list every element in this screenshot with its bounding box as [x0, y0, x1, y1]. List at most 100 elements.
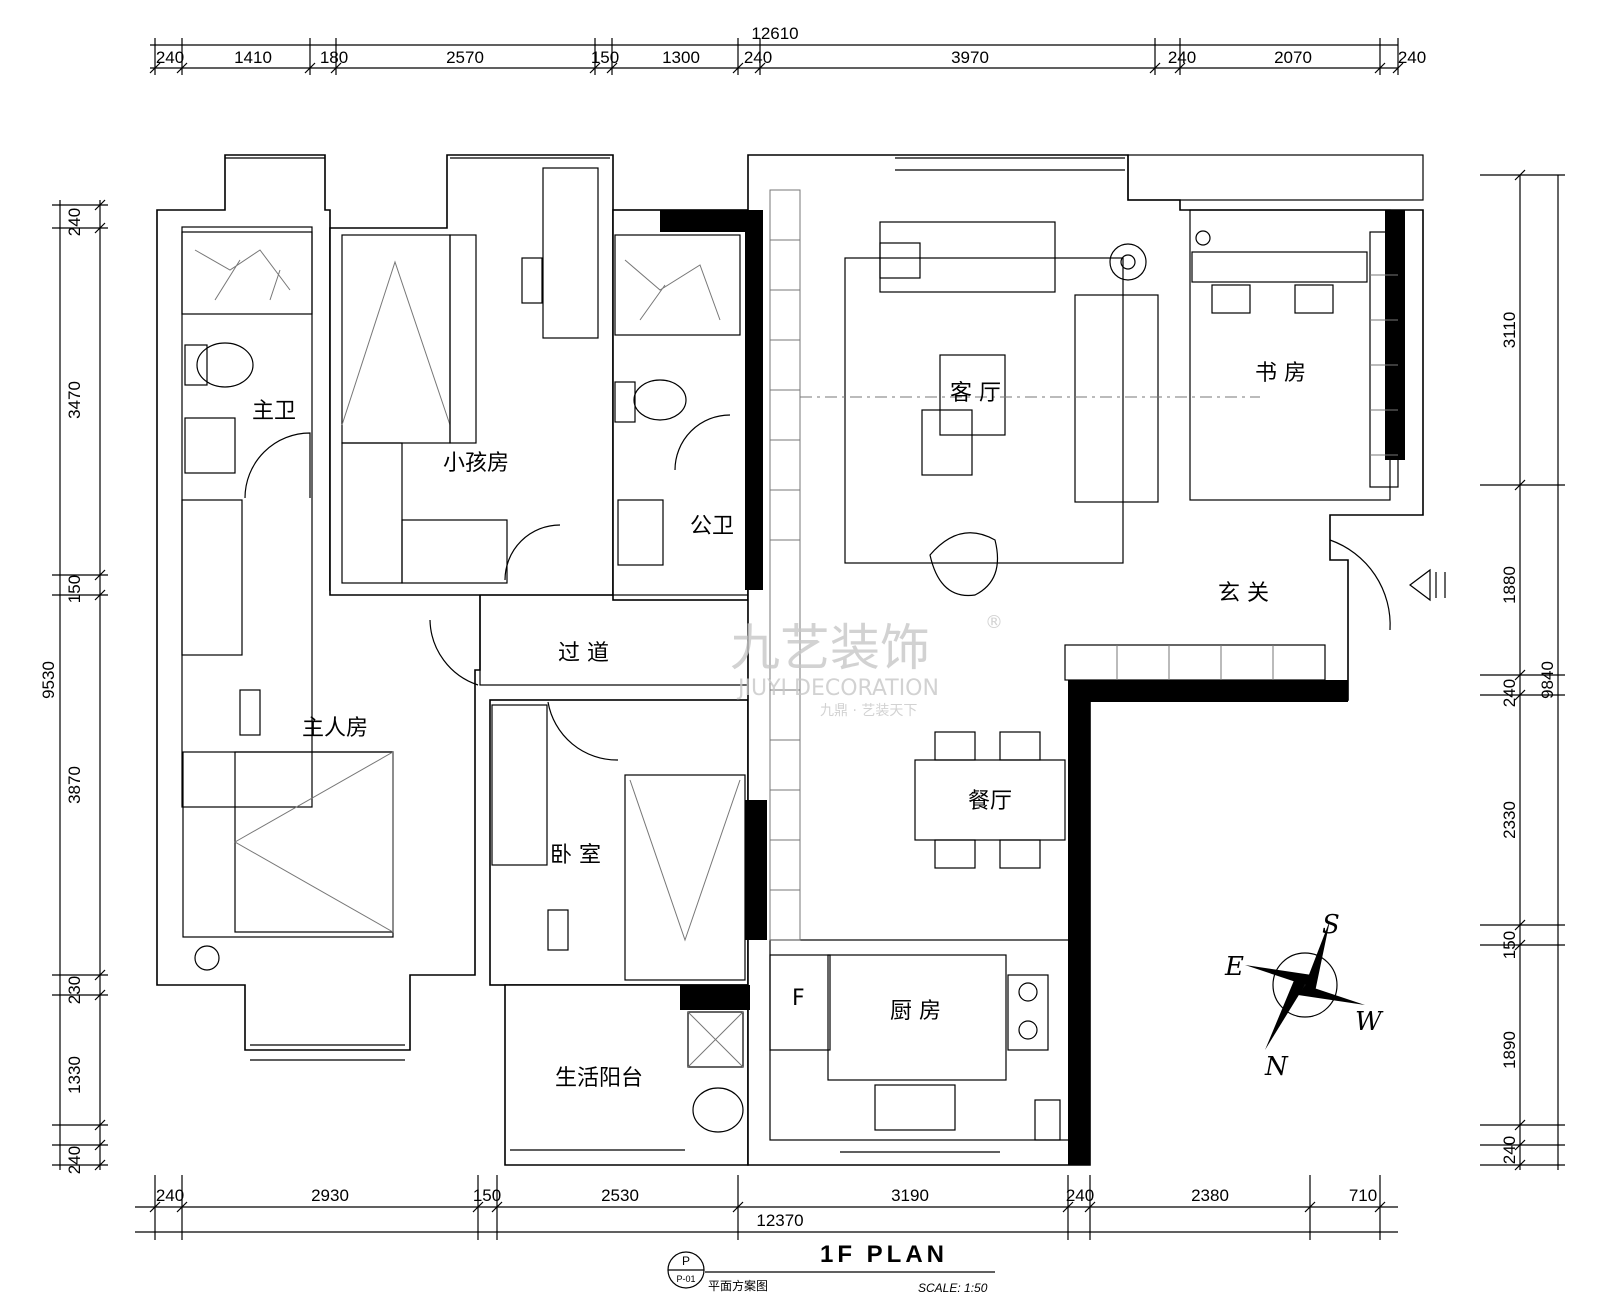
entrance-cabinet: [1064, 644, 1326, 681]
dim-left-2: 150: [65, 575, 84, 603]
dim-left-0: 240: [65, 208, 84, 236]
kitchen-sink: [874, 1084, 956, 1131]
dim-top-6: 240: [744, 48, 772, 67]
dining-table: [914, 759, 1066, 841]
dimension-tick: [491, 1201, 503, 1213]
dim-top-total: 12610: [751, 24, 798, 43]
sheet-letter: P: [682, 1254, 690, 1268]
dimension-tick: [330, 62, 342, 74]
watermark-english: JIUYI DECORATION: [736, 676, 939, 701]
master-basin: [184, 417, 236, 474]
dim-top-5: 1300: [662, 48, 700, 67]
dim-left-1: 3470: [65, 381, 84, 419]
dim-right-5: 1890: [1500, 1031, 1519, 1069]
dim-left-5: 1330: [65, 1056, 84, 1094]
dim-top-1: 1410: [234, 48, 272, 67]
dimension-tick: [1514, 939, 1526, 951]
master-bathtub: [181, 231, 313, 315]
room-kids: 小孩房: [443, 451, 509, 476]
room-bedroom: 卧 室: [550, 843, 601, 868]
dimension-tick: [732, 1201, 744, 1213]
dimension-tick: [1514, 1119, 1526, 1131]
bottom-dimensions: 12370 240 2930 150 2530 3190 240 2380 71…: [135, 1175, 1398, 1240]
watermark-registered: ®: [985, 612, 1003, 633]
bottom-dimension-ticks: [149, 1175, 1386, 1240]
room-labels: 主卫 小孩房 公卫 客 厅 书 房 玄 关 过 道 主人房 餐厅 卧 室 厨 房…: [252, 361, 1306, 1091]
dimension-tick: [94, 1159, 106, 1171]
dimension-tick: [94, 589, 106, 601]
dimension-tick: [1514, 479, 1526, 491]
fridge: [769, 954, 831, 1051]
dimension-tick: [304, 62, 316, 74]
watermark: 九艺装饰 ® JIUYI DECORATION 九鼎 · 艺装天下: [730, 612, 1003, 719]
partition-shelf: [769, 189, 801, 941]
dimension-tick: [94, 989, 106, 1001]
master-lamp-icon: [194, 945, 220, 971]
title-block: P P-01 1F PLAN 平面方案图 SCALE: 1:50: [667, 1241, 995, 1295]
room-kitchen: 厨 房: [890, 999, 941, 1024]
left-dimension-ticks: [52, 199, 108, 1171]
right-dimension-ticks: [1480, 169, 1565, 1171]
door-kids-room: [504, 524, 561, 581]
dimension-tick: [589, 62, 601, 74]
dimension-tick: [1514, 689, 1526, 701]
dimension-tick: [94, 1139, 106, 1151]
dim-bottom-7: 710: [1349, 1186, 1377, 1205]
dim-top-8: 240: [1168, 48, 1196, 67]
dim-bottom-3: 2530: [601, 1186, 639, 1205]
dimension-tick: [1374, 1201, 1386, 1213]
room-living: 客 厅: [950, 381, 1001, 406]
compass-n: N: [1264, 1052, 1289, 1082]
compass-e: E: [1224, 952, 1244, 982]
compass-icon: S E W N: [1224, 910, 1384, 1082]
dim-left-6: 240: [65, 1146, 84, 1174]
bedroom-bed: [624, 774, 746, 981]
top-dimensions: 12610 240 1410 180 2570 150 1300 240 397…: [149, 24, 1426, 75]
dimension-tick: [1392, 62, 1404, 74]
dimension-tick: [1374, 62, 1386, 74]
dimension-tick: [94, 222, 106, 234]
study-desk: [1191, 251, 1368, 283]
study-shelf: [1369, 231, 1399, 488]
room-entrance: 玄 关: [1218, 581, 1269, 606]
sheet-number: P-01: [676, 1274, 695, 1284]
rug: [844, 257, 1124, 564]
compass-s: S: [1322, 910, 1340, 940]
furniture: [181, 167, 1446, 1141]
dim-top-9: 2070: [1274, 48, 1312, 67]
dim-right-2: 240: [1500, 679, 1519, 707]
room-public-bath: 公卫: [690, 514, 734, 539]
dim-right-6: 240: [1500, 1136, 1519, 1164]
dimension-tick: [1514, 1159, 1526, 1171]
right-dimensions: 9840 3110 1880 240 2330 150 1890 240: [1480, 169, 1565, 1171]
dimension-tick: [1084, 1201, 1096, 1213]
dimension-tick: [1304, 1201, 1316, 1213]
dimension-tick: [94, 199, 106, 211]
public-basin: [617, 499, 664, 566]
dim-right-3: 2330: [1500, 801, 1519, 839]
dimension-tick: [1514, 1139, 1526, 1151]
dim-bottom-6: 2380: [1191, 1186, 1229, 1205]
dim-top-7: 3970: [951, 48, 989, 67]
kitchen-island: [827, 954, 1007, 1081]
door-entrance: [1329, 539, 1391, 631]
door-master-bath: [244, 432, 311, 499]
door-master-bedroom: [429, 619, 479, 686]
dim-right-4: 150: [1500, 931, 1519, 959]
balcony-basin: [692, 1087, 744, 1133]
dim-top-4: 150: [591, 48, 619, 67]
room-dining: 餐厅: [968, 789, 1012, 814]
kids-wardrobe: [341, 442, 403, 584]
dim-left-total: 9530: [39, 661, 58, 699]
public-bathtub: [614, 234, 741, 336]
room-master-bedroom: 主人房: [302, 716, 368, 741]
dim-right-1: 1880: [1500, 566, 1519, 604]
dimension-tick: [1149, 62, 1161, 74]
dim-right-total: 9840: [1538, 661, 1557, 699]
dimension-tick: [176, 62, 188, 74]
dim-right-0: 3110: [1500, 312, 1519, 349]
sofa: [1074, 294, 1159, 503]
floor-lamp-icon: [1109, 243, 1147, 281]
room-service-balcony: 生活阳台: [555, 1066, 643, 1091]
